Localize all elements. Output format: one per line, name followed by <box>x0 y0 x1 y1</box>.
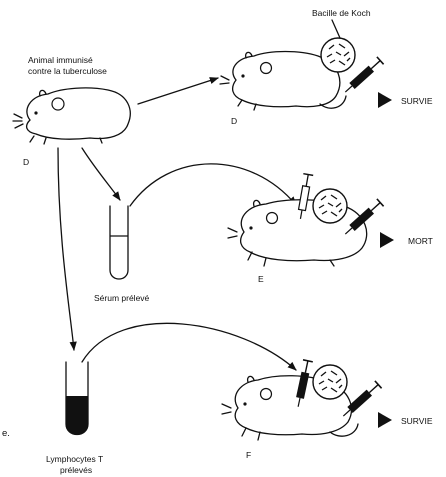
bacille-de-koch-label: Bacille de Koch <box>312 8 371 18</box>
lymphocytes-line1: Lymphocytes T <box>46 454 103 464</box>
donor-guinea-pig <box>13 88 130 144</box>
bacteria-circle-f <box>313 365 347 399</box>
outcome-arrow-f <box>378 412 392 428</box>
arrow-to-d <box>138 78 218 104</box>
lymphocyte-tube <box>66 362 88 435</box>
arrow-to-serum <box>82 148 120 200</box>
margin-fragment: e. <box>2 428 10 439</box>
serum-label: Sérum prélevé <box>94 293 150 303</box>
outcome-arrow-e <box>380 232 394 248</box>
serum-tube <box>110 206 128 279</box>
outcome-arrow-d <box>378 92 392 108</box>
animal-immunise-line2: contre la tuberculose <box>28 66 107 76</box>
lymphocytes-line2: prélevés <box>60 465 92 475</box>
bacteria-circle-e <box>313 189 347 223</box>
bacteria-circle-d <box>321 38 355 72</box>
arrow-to-f <box>82 323 296 370</box>
outcome-e: MORT <box>408 236 433 246</box>
recipient-d-label: D <box>231 116 237 126</box>
outcome-f: SURVIE <box>401 416 433 426</box>
donor-label: D <box>23 157 29 167</box>
arrow-to-lymphocytes <box>58 148 74 350</box>
bacille-pointer <box>332 20 340 38</box>
arrow-to-e <box>130 164 296 206</box>
recipient-e-label: E <box>258 274 264 284</box>
recipient-f-label: F <box>246 450 251 460</box>
outcome-d: SURVIE <box>401 96 433 106</box>
animal-immunise-line1: Animal immunisé <box>28 55 93 65</box>
